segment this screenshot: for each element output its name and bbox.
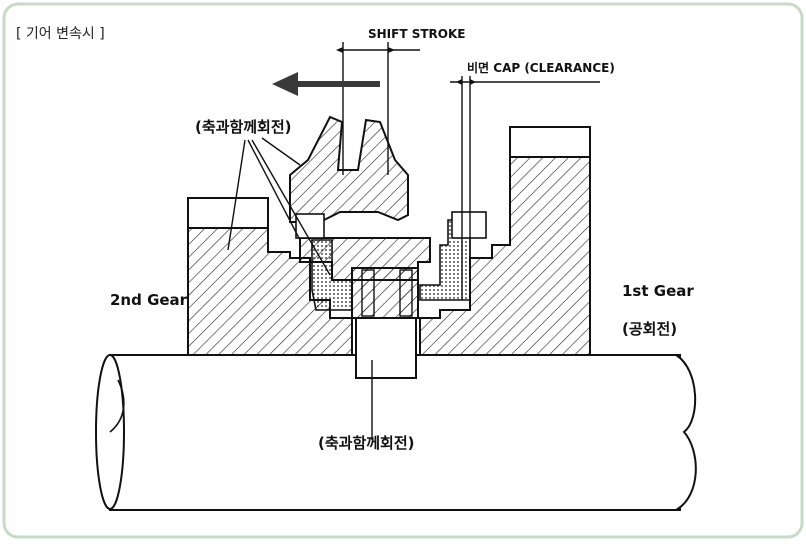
- second-gear: [187, 197, 353, 356]
- header-title: [ 기어 변속시 ]: [16, 26, 105, 42]
- shaft: [95, 354, 697, 511]
- idle-rotation-label: (공회전): [622, 320, 677, 338]
- sleeve: [289, 115, 409, 239]
- synchro-ring-left: [311, 239, 353, 311]
- left-arrow-icon: [272, 72, 380, 96]
- second-gear-label: 2nd Gear: [110, 291, 188, 309]
- synchro-bottom-label: (축과함께회전): [318, 434, 415, 452]
- shift-stroke-label: SHIFT STROKE: [368, 27, 465, 41]
- first-gear: [419, 126, 591, 356]
- synchro-top-label: (축과함께회전): [195, 118, 292, 136]
- cone-left: [361, 269, 375, 317]
- clearance-label: 비면 CAP (CLEARANCE): [467, 60, 615, 75]
- shift-stroke-dimension: [336, 42, 420, 175]
- first-gear-label: 1st Gear: [622, 282, 694, 300]
- synchro-ring-right: [419, 211, 487, 301]
- cone-right: [399, 269, 413, 317]
- clearance-dimension: [450, 76, 600, 300]
